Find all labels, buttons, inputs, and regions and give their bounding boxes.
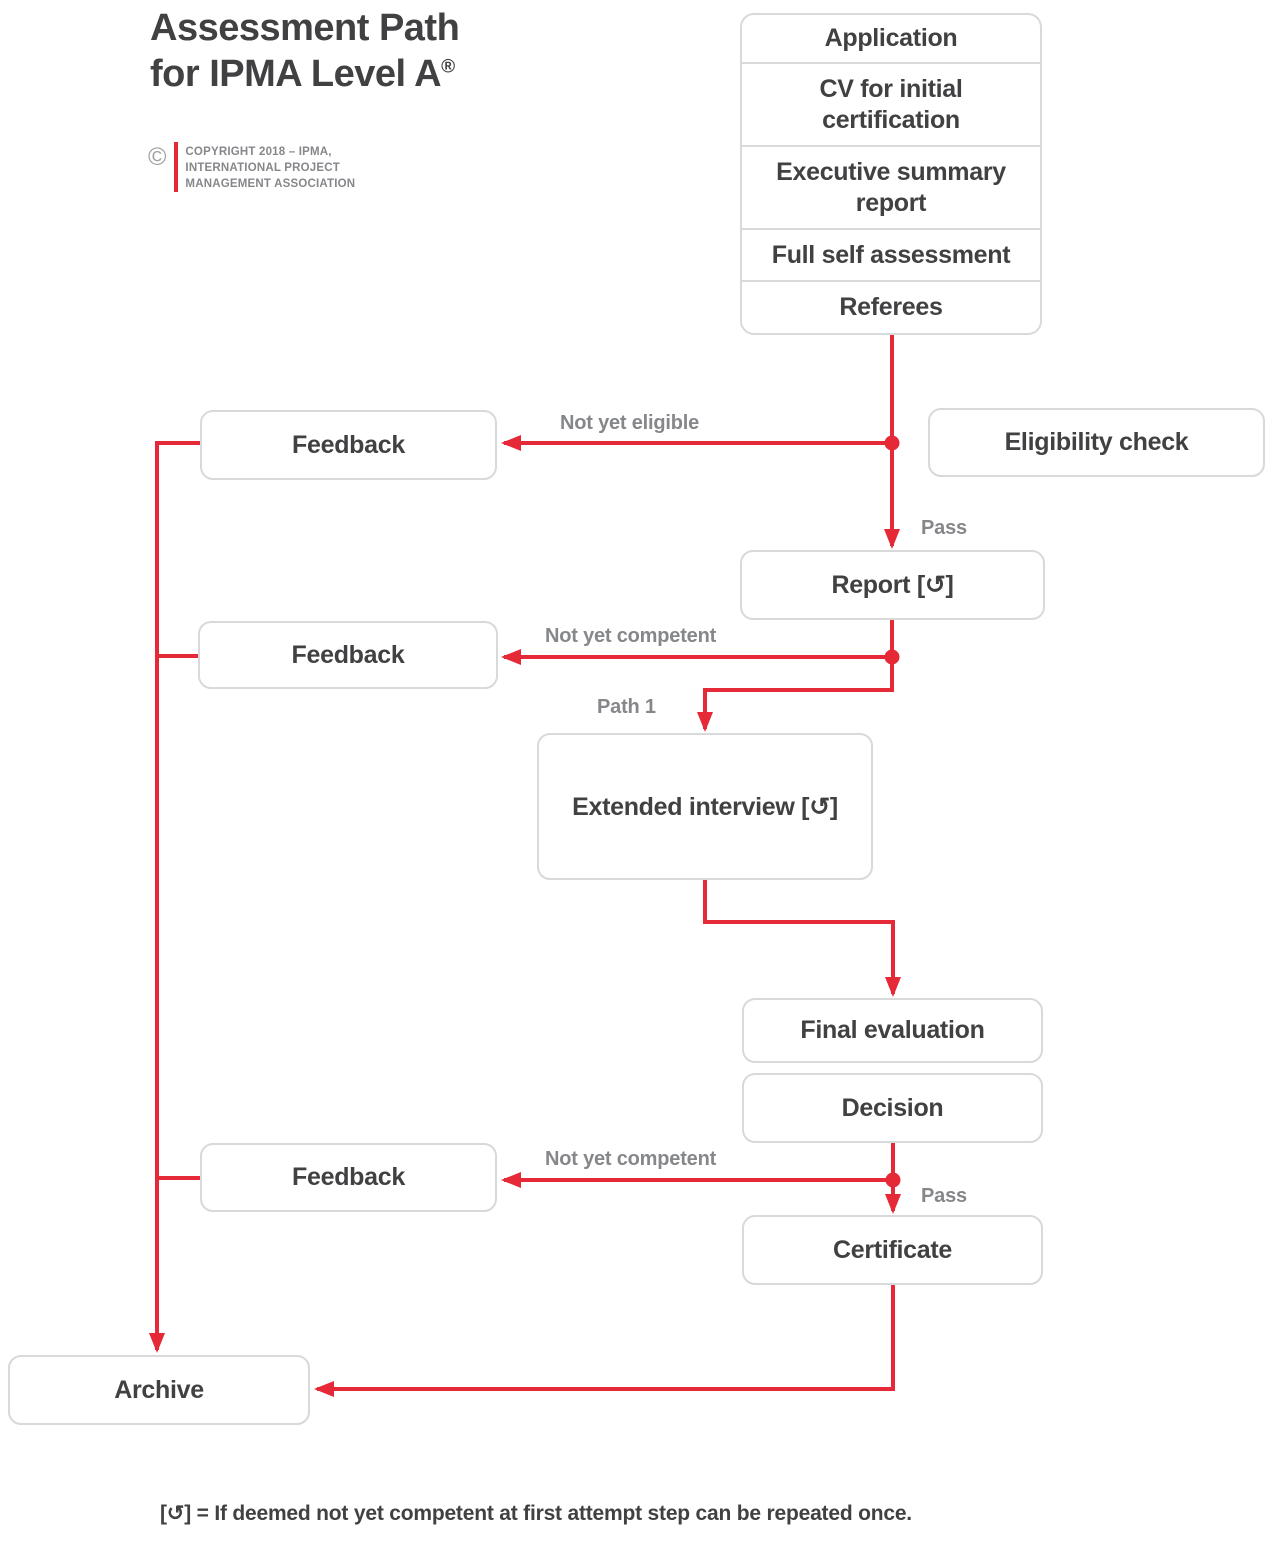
doc-cell-application: Application — [824, 24, 958, 53]
edge-feedback-trunk-to-archive — [149, 441, 200, 1353]
junction-dot-eligibility — [884, 435, 900, 451]
copyright-red-bar-icon — [174, 142, 179, 192]
node-eligibility-check: Eligibility check — [928, 408, 1265, 477]
copyright-line: MANAGEMENT ASSOCIATION — [185, 178, 356, 191]
node-feedback-1: Feedback — [200, 410, 497, 480]
edge-extended-interview-to-final-evaluation — [703, 880, 901, 997]
copyright-block: © COPYRIGHT 2018 – IPMA, INTERNATIONAL P… — [148, 142, 355, 192]
copyright-text: COPYRIGHT 2018 – IPMA, INTERNATIONAL PRO… — [185, 142, 355, 192]
edge-label-not-yet-competent-2: Not yet competent — [545, 1148, 717, 1170]
node-report: Report [↺] — [740, 550, 1045, 620]
doc-cell-full-self-assessment: Full self assessment — [742, 228, 1040, 279]
page-title: Assessment Path for IPMA Level A® — [150, 6, 460, 97]
page-title-line1: Assessment Path — [150, 7, 460, 49]
edge-certificate-to-archive — [314, 1285, 895, 1397]
node-feedback-3: Feedback — [200, 1143, 497, 1212]
node-archive: Archive — [8, 1355, 310, 1425]
junction-dot-decision — [885, 1172, 901, 1188]
doc-cell-cv: CV for initial certification — [742, 62, 1040, 145]
doc-cell-referees: Referees — [742, 279, 1040, 333]
page-title-line2: for IPMA Level A — [150, 52, 442, 95]
node-decision: Decision — [742, 1073, 1043, 1143]
node-feedback-2: Feedback — [198, 621, 498, 689]
edge-label-not-yet-competent-1: Not yet competent — [545, 625, 717, 647]
copyright-icon: © — [148, 143, 167, 171]
copyright-line: COPYRIGHT 2018 – IPMA, — [185, 146, 332, 158]
edge-label-pass-1: Pass — [921, 517, 967, 539]
node-extended-interview: Extended interview [↺] — [537, 733, 873, 880]
junction-dot-report — [884, 649, 900, 665]
registered-mark: ® — [441, 55, 455, 77]
edge-label-not-yet-eligible: Not yet eligible — [560, 412, 700, 434]
edge-label-path-1: Path 1 — [597, 696, 656, 718]
repeat-footnote: [↺] = If deemed not yet competent at fir… — [160, 1502, 912, 1525]
copyright-line: INTERNATIONAL PROJECT — [185, 162, 340, 175]
edge-label-pass-2: Pass — [921, 1185, 967, 1207]
node-certificate: Certificate — [742, 1215, 1043, 1285]
node-final-evaluation: Final evaluation — [742, 998, 1043, 1063]
doc-cell-executive-summary: Executive summary report — [742, 145, 1040, 228]
application-document-stack: Application CV for initial certification… — [740, 13, 1042, 335]
edge-report-to-extended-interview — [697, 657, 894, 732]
